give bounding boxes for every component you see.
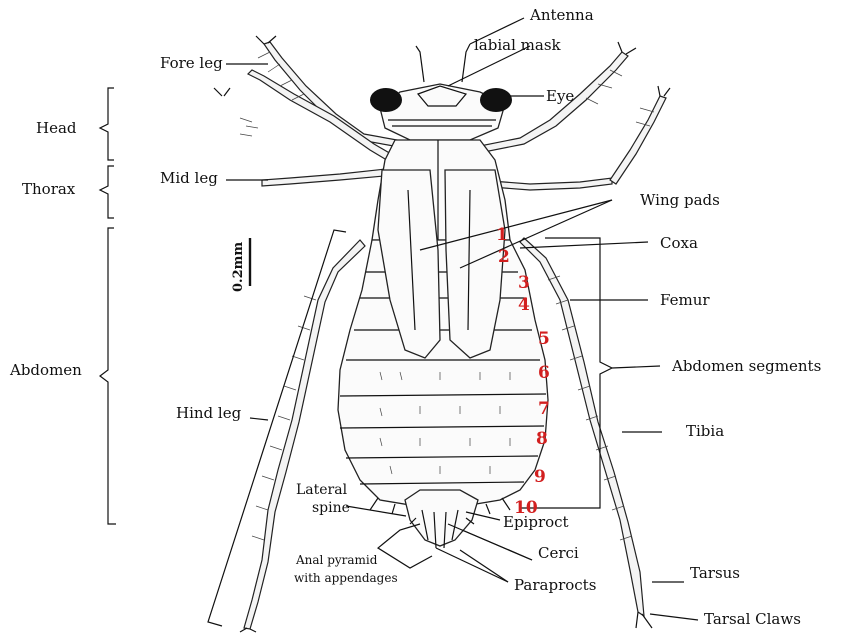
label-abdomen: Abdomen [9,361,82,379]
head-bracket [100,88,114,160]
antenna-left [416,46,424,82]
label-anal-pyramid-line1: Anal pyramid [295,553,378,567]
fore-claw-right [618,42,636,54]
label-thorax: Thorax [22,180,76,198]
label-lateral-spine-line1: Lateral [296,482,348,498]
label-coxa: Coxa [660,234,698,252]
segment-number-8: 8 [536,429,548,449]
scale-label: 0.2mm [231,242,246,292]
thorax-bracket [100,166,114,218]
mid-leg-right-upper [610,96,666,184]
segment-number-3: 3 [518,273,530,293]
label-wing-pads: Wing pads [640,191,720,209]
label-fore-leg: Fore leg [160,54,223,72]
label-tibia: Tibia [686,422,724,440]
segment-number-9: 9 [534,467,546,487]
label-labial-mask: labial mask [474,36,562,54]
segment-number-4: 4 [518,295,530,315]
mid-leg-left-lower [262,168,395,186]
segment-number-5: 5 [538,329,550,349]
label-tarsus: Tarsus [690,564,740,582]
label-mid-leg: Mid leg [160,169,218,187]
mid-claw-right [658,86,670,96]
eye-left [370,88,402,112]
segment-number-1: 1 [496,225,508,245]
abdomen-bracket [100,228,116,524]
label-eye: Eye [546,87,574,105]
mid-leg-left [248,70,398,165]
segment-number-7: 7 [538,399,550,419]
insect-drawing [214,36,670,632]
eye-right [480,88,512,112]
label-hind-leg: Hind leg [176,404,242,422]
label-femur: Femur [660,291,710,309]
segment-number-2: 2 [498,247,510,267]
label-cerci: Cerci [538,544,579,562]
label-antenna: Antenna [529,6,594,24]
label-lateral-spine-line2: spine [312,500,350,516]
label-abdomen-segments: Abdomen segments [671,357,821,375]
segment-number-6: 6 [538,363,550,383]
label-head: Head [36,119,77,137]
label-anal-pyramid-line2: with appendages [294,571,398,585]
mid-claw-left [214,88,230,96]
abdomen-body [338,240,548,510]
segment-number-10: 10 [514,498,538,518]
label-paraprocts: Paraprocts [514,576,596,594]
label-tarsal-claws: Tarsal Claws [704,610,801,628]
